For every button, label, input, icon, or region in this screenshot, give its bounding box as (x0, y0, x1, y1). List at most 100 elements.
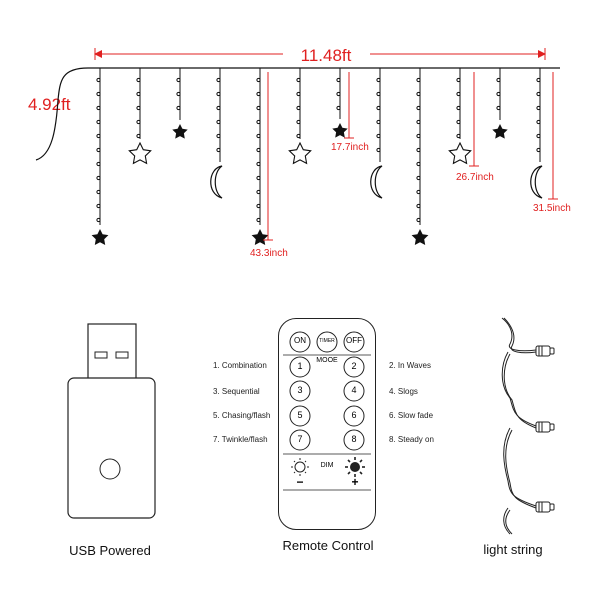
usb-caption: USB Powered (69, 543, 151, 558)
bead-bulb (176, 91, 181, 97)
mode-button-4[interactable]: 4 (351, 385, 357, 395)
bead-bulb (96, 147, 101, 153)
bead-bulb (416, 77, 421, 83)
mode-button-5[interactable]: 5 (297, 410, 303, 420)
mode-button-3[interactable]: 3 (297, 385, 303, 395)
bead-bulb (256, 189, 261, 195)
mode-item-6: 6. Slow fade (389, 411, 434, 420)
outline-star-icon (128, 141, 152, 165)
bead-bulb (376, 105, 381, 111)
bead-bulb (536, 77, 541, 83)
bead-bulb (416, 147, 421, 153)
bead-bulb (296, 133, 301, 139)
bead-bulb (376, 91, 381, 97)
star-icon (251, 229, 269, 246)
drop-label-31-5: 31.5inch (533, 203, 571, 214)
bead-bulb (136, 91, 141, 97)
bead-bulb (416, 91, 421, 97)
mode-item-2: 2. In Waves (389, 361, 431, 370)
bead-bulb (96, 175, 101, 181)
bead-bulb (216, 105, 221, 111)
star-icon (411, 229, 429, 246)
bead-bulb (456, 105, 461, 111)
moon-icon (530, 165, 543, 199)
light-strands (96, 68, 541, 225)
drop-dimensions (263, 72, 558, 241)
bead-bulb (96, 203, 101, 209)
bead-bulb (136, 133, 141, 139)
bead-bulb (456, 133, 461, 139)
bead-bulb (336, 105, 341, 111)
mode-button-7[interactable]: 7 (297, 434, 303, 444)
timer-button[interactable]: TIMER (319, 338, 335, 344)
light-string-caption: light string (483, 542, 543, 557)
mode-item-7: 7. Twinkle/flash (213, 435, 268, 444)
bead-bulb (416, 217, 421, 223)
mode-button-1[interactable]: 1 (297, 361, 303, 371)
bead-bulb (256, 133, 261, 139)
bead-bulb (296, 119, 301, 125)
led-bulb-icon (535, 345, 555, 357)
remote-caption: Remote Control (282, 538, 374, 553)
bead-bulb (296, 105, 301, 111)
bead-bulb (96, 119, 101, 125)
bead-bulb (216, 133, 221, 139)
drop-label-26-7: 26.7inch (456, 172, 494, 183)
bead-bulb (496, 77, 501, 83)
height-label: 4.92ft (28, 95, 71, 114)
bead-bulb (136, 77, 141, 83)
usb-plug-icon (67, 323, 156, 519)
bead-bulb (416, 189, 421, 195)
ornaments (91, 123, 543, 246)
bead-bulb (296, 91, 301, 97)
bead-bulb (416, 119, 421, 125)
lead-wire (35, 67, 89, 161)
bead-bulb (136, 105, 141, 111)
led-bulb-icon (535, 421, 555, 433)
dim-label: DIM (320, 462, 334, 469)
bead-bulb (536, 105, 541, 111)
star-icon (91, 229, 109, 246)
led-bulb-icon (535, 501, 555, 513)
bead-bulb (256, 77, 261, 83)
bead-bulb (256, 105, 261, 111)
bead-bulb (256, 119, 261, 125)
moon-icon (370, 165, 383, 199)
bead-bulb (376, 147, 381, 153)
bead-bulb (376, 77, 381, 83)
light-string (501, 317, 555, 535)
outline-star-icon (448, 141, 472, 165)
bead-bulb (336, 91, 341, 97)
dim-plus-button[interactable]: + (351, 475, 359, 489)
bead-bulb (216, 119, 221, 125)
bead-bulb (416, 203, 421, 209)
moon-icon (210, 165, 223, 199)
bead-bulb (176, 77, 181, 83)
bead-bulb (96, 77, 101, 83)
mode-item-8: 8. Steady on (389, 435, 434, 444)
bead-bulb (96, 189, 101, 195)
mode-button-2[interactable]: 2 (351, 361, 357, 371)
dim-minus-button[interactable]: − (296, 475, 304, 489)
bead-bulb (416, 133, 421, 139)
bead-bulb (256, 91, 261, 97)
mode-item-3: 3. Sequential (213, 387, 260, 396)
bead-bulb (256, 147, 261, 153)
off-button[interactable]: OFF (346, 336, 362, 345)
bead-bulb (256, 161, 261, 167)
mode-item-4: 4. Slogs (389, 387, 418, 396)
bead-bulb (536, 133, 541, 139)
on-button[interactable]: ON (294, 336, 306, 345)
bead-bulb (216, 147, 221, 153)
mode-item-5: 5. Chasing/flash (213, 411, 271, 420)
bead-bulb (96, 91, 101, 97)
bead-bulb (176, 105, 181, 111)
mode-button-6[interactable]: 6 (351, 410, 357, 420)
drop-label-17-7: 17.7inch (331, 142, 369, 153)
bead-bulb (256, 217, 261, 223)
bead-bulb (496, 105, 501, 111)
brightness-high-icon (345, 457, 365, 477)
brightness-low-icon (291, 458, 309, 476)
bead-bulb (376, 133, 381, 139)
mode-button-8[interactable]: 8 (351, 434, 357, 444)
